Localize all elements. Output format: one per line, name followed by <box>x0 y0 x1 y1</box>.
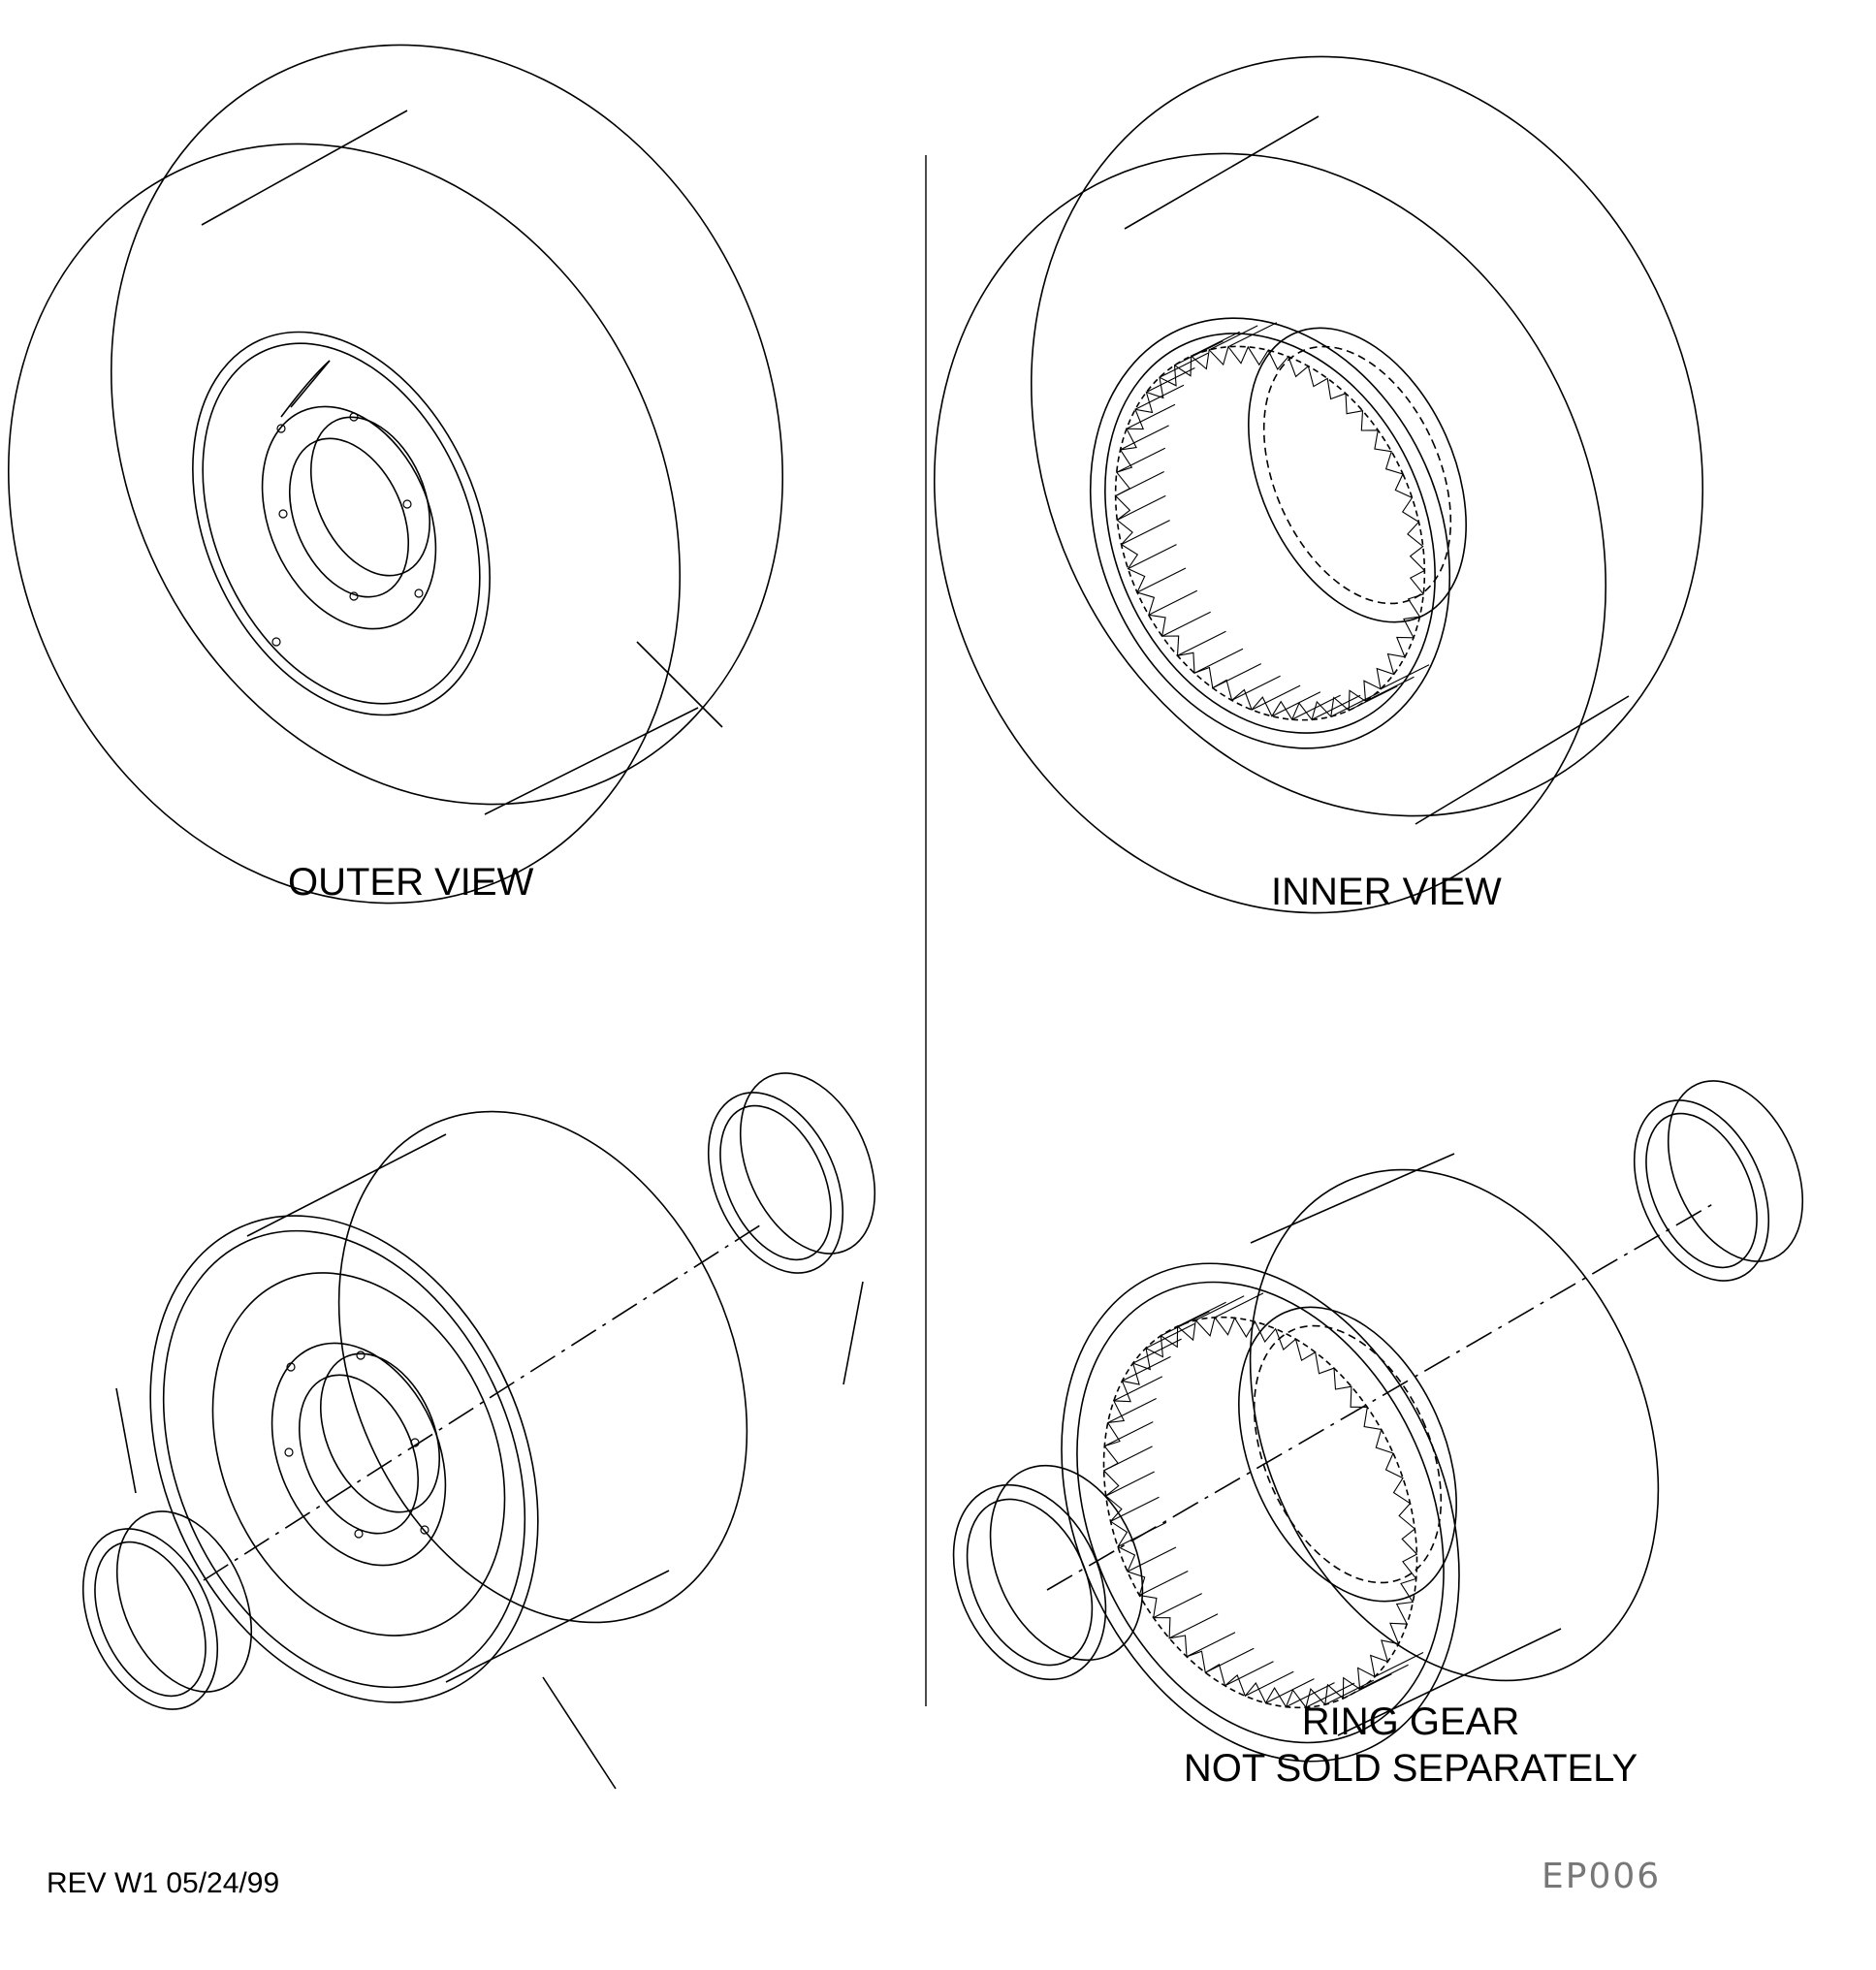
ring-gear-caption: RING GEAR NOT SOLD SEPARATELY <box>1173 1699 1648 1792</box>
outer-bearing-cup-right <box>707 1072 876 1385</box>
outer-view-drum <box>8 44 783 905</box>
outer-exploded-drum <box>149 1110 767 1790</box>
bolt-holes-exploded-view <box>284 1350 429 1539</box>
ring-gear-caption-line1: RING GEAR <box>1301 1700 1520 1743</box>
bolt-holes-outer-view <box>271 412 424 647</box>
inner-exploded-drum <box>1046 1153 1717 1763</box>
ring-gear-teeth-bottom <box>1102 1292 1424 1709</box>
ring-gear-caption-line2: NOT SOLD SEPARATELY <box>1183 1747 1638 1790</box>
outer-view-label: OUTER VIEW <box>288 861 534 904</box>
inner-bearing-cup-left <box>952 1464 1144 1681</box>
drawing-code: EP006 <box>1542 1857 1662 1896</box>
inner-bearing-cup-right <box>1633 1080 1804 1282</box>
outer-bearing-cup-left <box>81 1387 253 1710</box>
inner-view-label: INNER VIEW <box>1271 871 1502 913</box>
ring-gear-teeth-top <box>1114 322 1430 721</box>
revision-note: REV W1 05/24/99 <box>47 1867 280 1899</box>
